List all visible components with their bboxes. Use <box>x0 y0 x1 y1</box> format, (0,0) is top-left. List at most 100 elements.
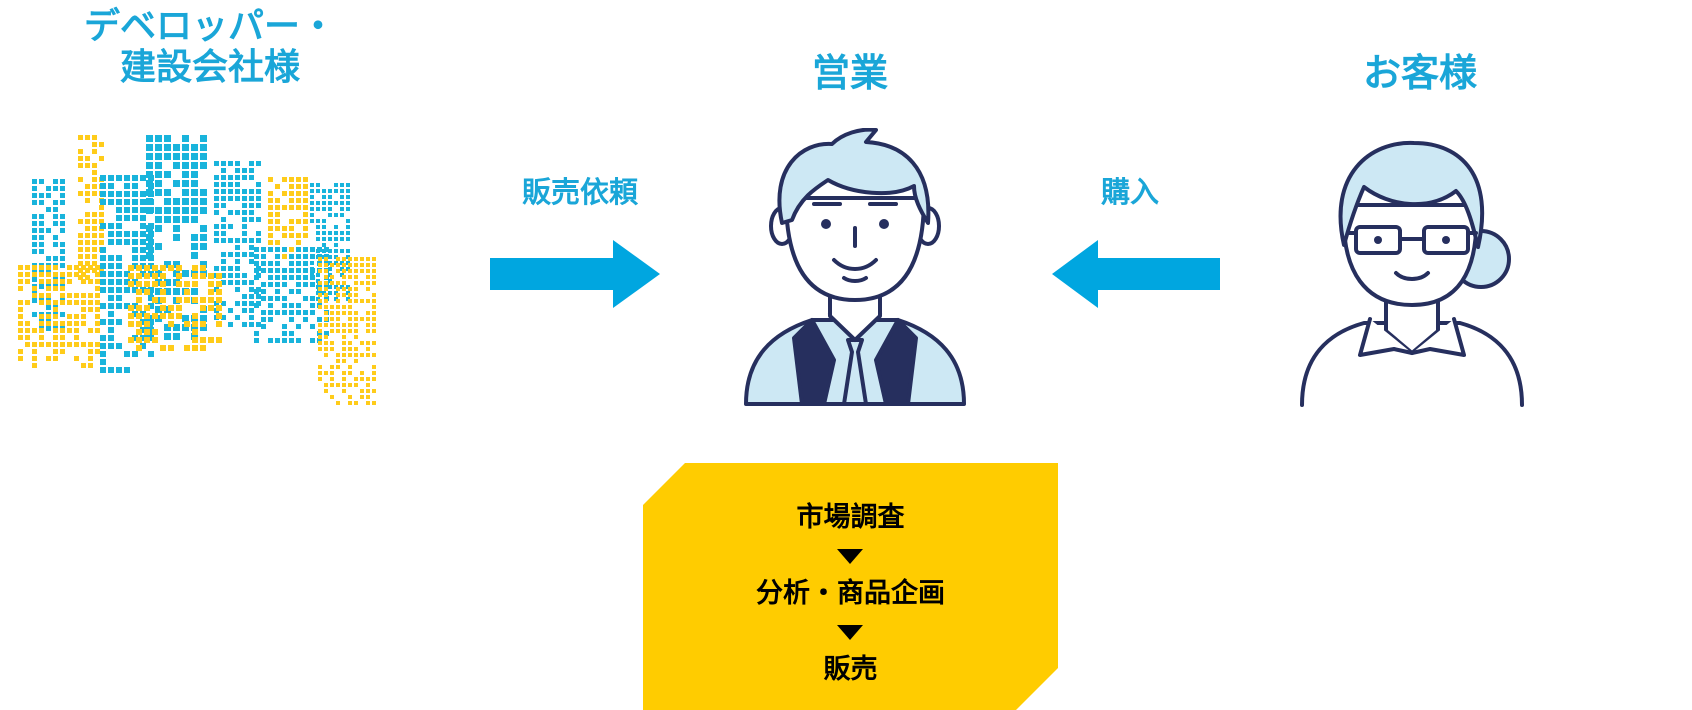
building-window <box>85 212 90 217</box>
building-window <box>173 198 180 205</box>
building-window <box>116 303 122 309</box>
building-window <box>336 329 340 333</box>
building-window <box>136 273 142 279</box>
building-window <box>67 279 72 284</box>
building-window <box>221 175 226 180</box>
building-window <box>140 335 146 341</box>
building-window <box>216 297 222 303</box>
building-window <box>78 191 83 196</box>
building-window <box>322 225 326 229</box>
building-window <box>289 205 294 210</box>
building-window <box>92 142 97 147</box>
building-window <box>25 342 30 347</box>
building-window <box>88 328 93 333</box>
building-window <box>324 296 329 301</box>
building-window <box>268 177 273 182</box>
building-window <box>328 267 332 271</box>
building-window <box>182 144 189 151</box>
building-window <box>318 299 322 303</box>
building-window <box>128 281 134 287</box>
building-window <box>146 162 153 169</box>
building-window <box>324 293 328 297</box>
building-window <box>256 294 261 299</box>
building-window <box>46 265 51 270</box>
building-window <box>53 265 58 270</box>
building-window <box>88 356 93 361</box>
building-window <box>235 315 240 320</box>
building-window <box>318 281 322 285</box>
building-window <box>152 313 158 319</box>
building-window <box>60 293 65 298</box>
building-window <box>372 305 376 309</box>
building-window <box>18 349 23 354</box>
building-window <box>39 279 44 284</box>
building-window <box>136 329 142 335</box>
building-window <box>360 263 364 267</box>
building-window <box>146 333 153 340</box>
building-window <box>53 286 58 291</box>
building-window <box>354 353 358 357</box>
building-window <box>18 328 23 333</box>
building-window <box>303 177 308 182</box>
building-window <box>200 345 206 351</box>
building-window <box>124 367 130 373</box>
building-window <box>340 189 344 193</box>
building-window <box>372 353 376 357</box>
building-window <box>200 234 207 241</box>
building-window <box>32 235 37 240</box>
building-window <box>32 342 37 347</box>
building-window <box>160 345 166 351</box>
building-window <box>330 377 334 381</box>
building-window <box>46 342 51 347</box>
building-window <box>354 287 358 291</box>
building-window <box>92 184 97 189</box>
building-window <box>146 225 153 232</box>
building-window <box>46 272 51 277</box>
building-window <box>342 383 346 387</box>
building-window <box>340 183 344 187</box>
building-window <box>146 252 153 259</box>
customer-label: お客様 <box>1362 51 1477 95</box>
building-window <box>132 279 138 285</box>
building-window <box>330 323 334 327</box>
building-window <box>346 225 350 229</box>
building-window <box>32 186 37 191</box>
building-window <box>168 265 174 271</box>
building-window <box>328 285 332 289</box>
process-step-2: 分析・商品企画 <box>756 578 945 609</box>
building-window <box>18 356 23 361</box>
building-window <box>360 395 364 399</box>
building-window <box>128 321 134 327</box>
building-window <box>148 295 154 301</box>
building-window <box>214 224 219 229</box>
building-window <box>221 217 226 222</box>
building-window <box>116 231 122 237</box>
building-window <box>303 275 308 280</box>
building-window <box>324 335 328 339</box>
building-window <box>289 233 294 238</box>
building-window <box>289 177 294 182</box>
building-window <box>228 224 233 229</box>
building-window <box>366 401 370 405</box>
building-window <box>261 310 266 315</box>
building-window <box>324 371 328 375</box>
building-window <box>124 199 130 205</box>
building-window <box>242 189 247 194</box>
building-window <box>268 338 273 343</box>
building-window <box>39 235 44 240</box>
building-window <box>152 329 158 335</box>
building-window <box>214 301 219 306</box>
building-window <box>53 335 58 340</box>
building-window <box>268 303 273 308</box>
building-window <box>324 341 328 345</box>
building-window <box>366 299 370 303</box>
building-window <box>164 135 171 142</box>
building-window <box>81 342 86 347</box>
building-window <box>168 313 174 319</box>
building-window <box>108 199 114 205</box>
salesman-avatar-icon <box>744 128 966 406</box>
building-window <box>182 171 189 178</box>
building-window <box>228 273 233 278</box>
building-window <box>208 305 214 311</box>
building-window <box>132 287 138 293</box>
